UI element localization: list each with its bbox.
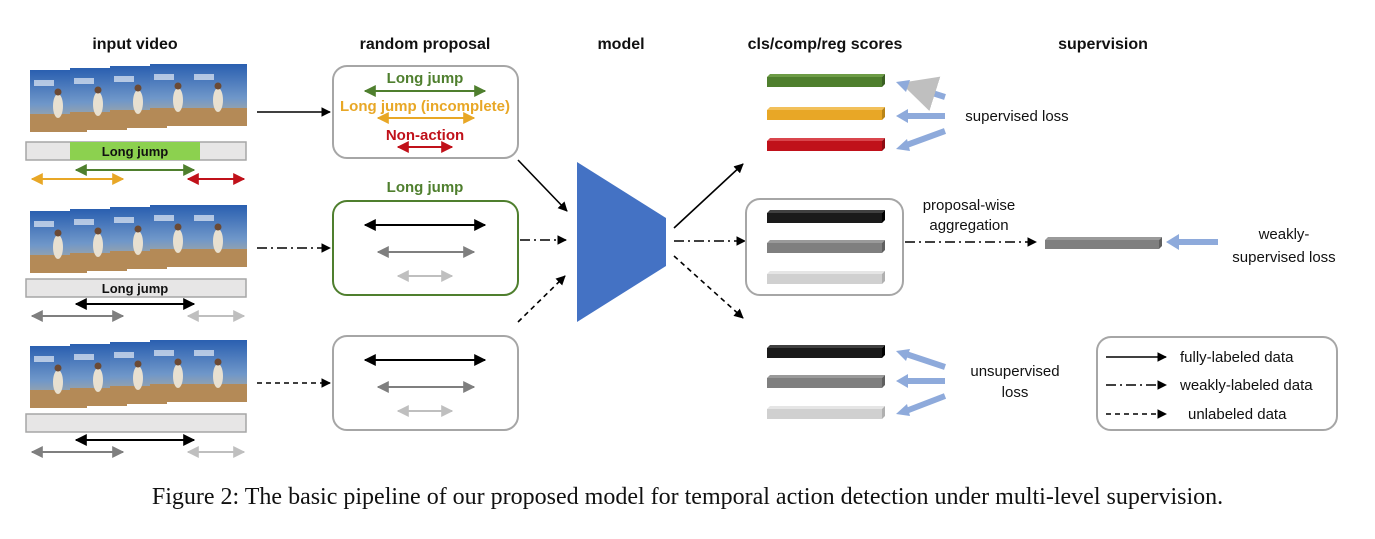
label-weak-loss-line1: weakly-: [1258, 226, 1310, 243]
proposal-label-long-jump: Long jump: [387, 70, 464, 87]
header-supervision: supervision: [1058, 36, 1148, 53]
score-bar-black-weak: [767, 210, 885, 223]
score-bar-gray-unsup: [767, 375, 885, 388]
timeline-label-row2: Long jump: [102, 281, 168, 296]
proposal-box-row3: [332, 335, 519, 431]
score-bar-light-weak: [767, 271, 885, 284]
label-supervised-loss: supervised loss: [965, 108, 1068, 125]
header-scores: cls/comp/reg scores: [748, 36, 903, 53]
proposal-label-non-action: Non-action: [386, 127, 464, 144]
score-bar-green: [767, 74, 885, 87]
score-bar-light-unsup: [767, 406, 885, 419]
label-weak-loss-line2: supervised loss: [1232, 249, 1335, 266]
flow-arrow-model-to-scores3: [673, 255, 744, 319]
timeline-label-row1: Long jump: [102, 144, 168, 159]
flow-arrow-model-to-scores1: [673, 163, 744, 229]
supervision-arrows-unsupervised: [896, 349, 947, 416]
proposal-box-row2: [332, 200, 519, 296]
score-bar-black-unsup: [767, 345, 885, 358]
timeline-bar-row2: [25, 278, 247, 298]
legend-box: [1096, 336, 1338, 431]
legend-label-unlabeled: unlabeled data: [1188, 406, 1287, 423]
proposal-label-incomplete: Long jump (incomplete): [340, 98, 510, 115]
score-bar-red: [767, 138, 885, 151]
flow-arrow-proposal3-to-model: [517, 275, 566, 323]
flow-arrow-proposal1-to-model: [517, 159, 568, 212]
score-bar-aggregated: [1045, 237, 1162, 249]
video-frames-row3: [30, 340, 247, 408]
score-bar-orange: [767, 107, 885, 120]
figure-caption: Figure 2: The basic pipeline of our prop…: [151, 484, 1224, 510]
timeline-bar-row3: [25, 413, 247, 433]
model-trapezoid: [577, 162, 666, 322]
legend-label-fully: fully-labeled data: [1180, 349, 1294, 366]
label-aggregation-line2: aggregation: [929, 217, 1008, 234]
header-random-proposal: random proposal: [360, 36, 491, 53]
header-input-video: input video: [92, 36, 178, 53]
score-bar-gray-weak: [767, 240, 885, 253]
label-unsup-loss-line1: unsupervised: [970, 363, 1059, 380]
timeline-segment-long-jump: [70, 142, 200, 160]
supervision-arrow-weak: [1166, 234, 1218, 250]
header-model: model: [597, 36, 644, 53]
supervision-arrows-supervised: [896, 76, 947, 151]
label-unsup-loss-line2: loss: [1002, 384, 1029, 401]
label-aggregation-line1: proposal-wise: [923, 197, 1016, 214]
legend-label-weakly: weakly-labeled data: [1179, 377, 1313, 394]
proposal-label-row2: Long jump: [387, 179, 464, 196]
video-frames-row1: [30, 64, 247, 132]
video-frames-row2: [30, 205, 247, 273]
